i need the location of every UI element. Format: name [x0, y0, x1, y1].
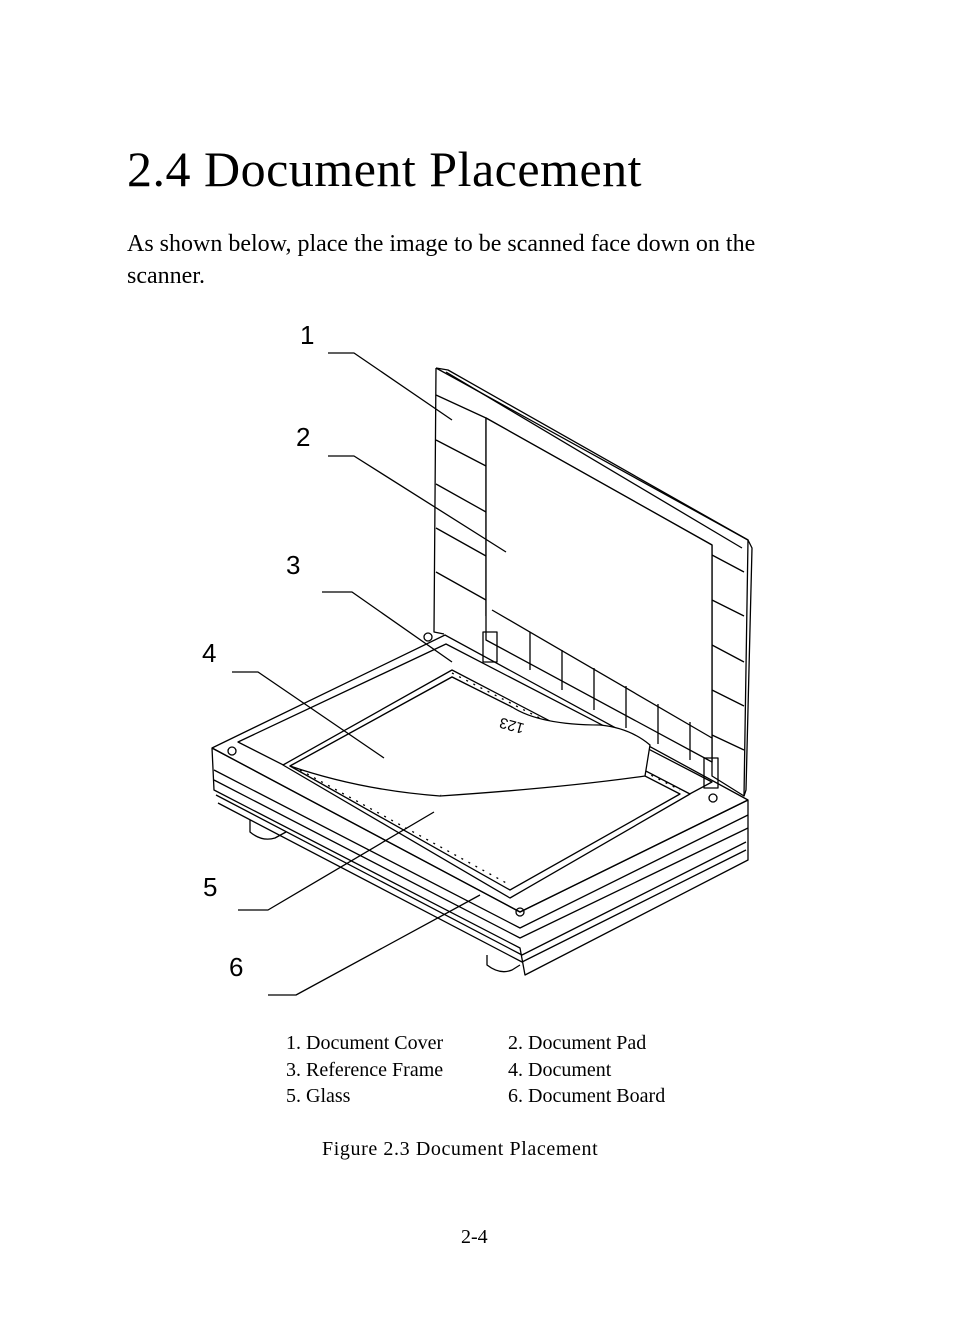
legend-row: 5. Glass 6. Document Board — [286, 1083, 665, 1110]
legend-row: 3. Reference Frame 4. Document — [286, 1057, 665, 1084]
legend-row: 1. Document Cover 2. Document Pad — [286, 1030, 665, 1057]
figure-caption: Figure 2.3 Document Placement — [322, 1138, 599, 1160]
document-label-text: 123 — [498, 714, 527, 737]
callout-3: 3 — [286, 550, 300, 580]
legend-item: 4. Document — [508, 1058, 612, 1081]
page-number: 2-4 — [461, 1226, 488, 1248]
page-title: 2.4 Document Placement — [127, 141, 643, 197]
legend-item: 3. Reference Frame — [286, 1058, 444, 1081]
callout-4: 4 — [202, 638, 216, 668]
callout-6: 6 — [229, 952, 243, 982]
legend-item: 1. Document Cover — [286, 1032, 444, 1054]
intro-paragraph: As shown below, place the image to be sc… — [127, 231, 756, 289]
legend-item: 5. Glass — [286, 1085, 351, 1107]
callout-1: 1 — [300, 320, 314, 350]
legend-item: 6. Document Board — [508, 1085, 666, 1107]
figure-legend: 1. Document Cover 2. Document Pad 3. Ref… — [286, 1030, 665, 1110]
legend-item: 2. Document Pad — [508, 1032, 647, 1054]
scanner-illustration: 1 2 3 4 5 6 123 — [202, 320, 753, 996]
callout-5: 5 — [203, 872, 217, 902]
callout-2: 2 — [296, 422, 310, 452]
